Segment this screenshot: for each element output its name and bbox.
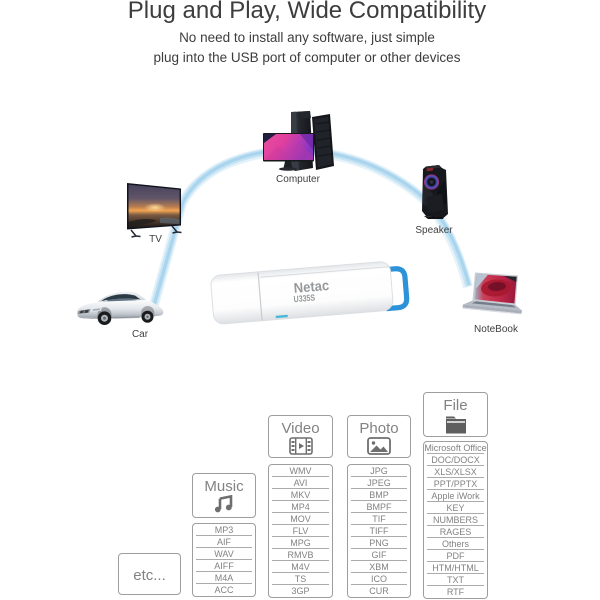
svg-text:U335S: U335S <box>293 292 315 304</box>
svg-text:Netac: Netac <box>293 277 330 296</box>
